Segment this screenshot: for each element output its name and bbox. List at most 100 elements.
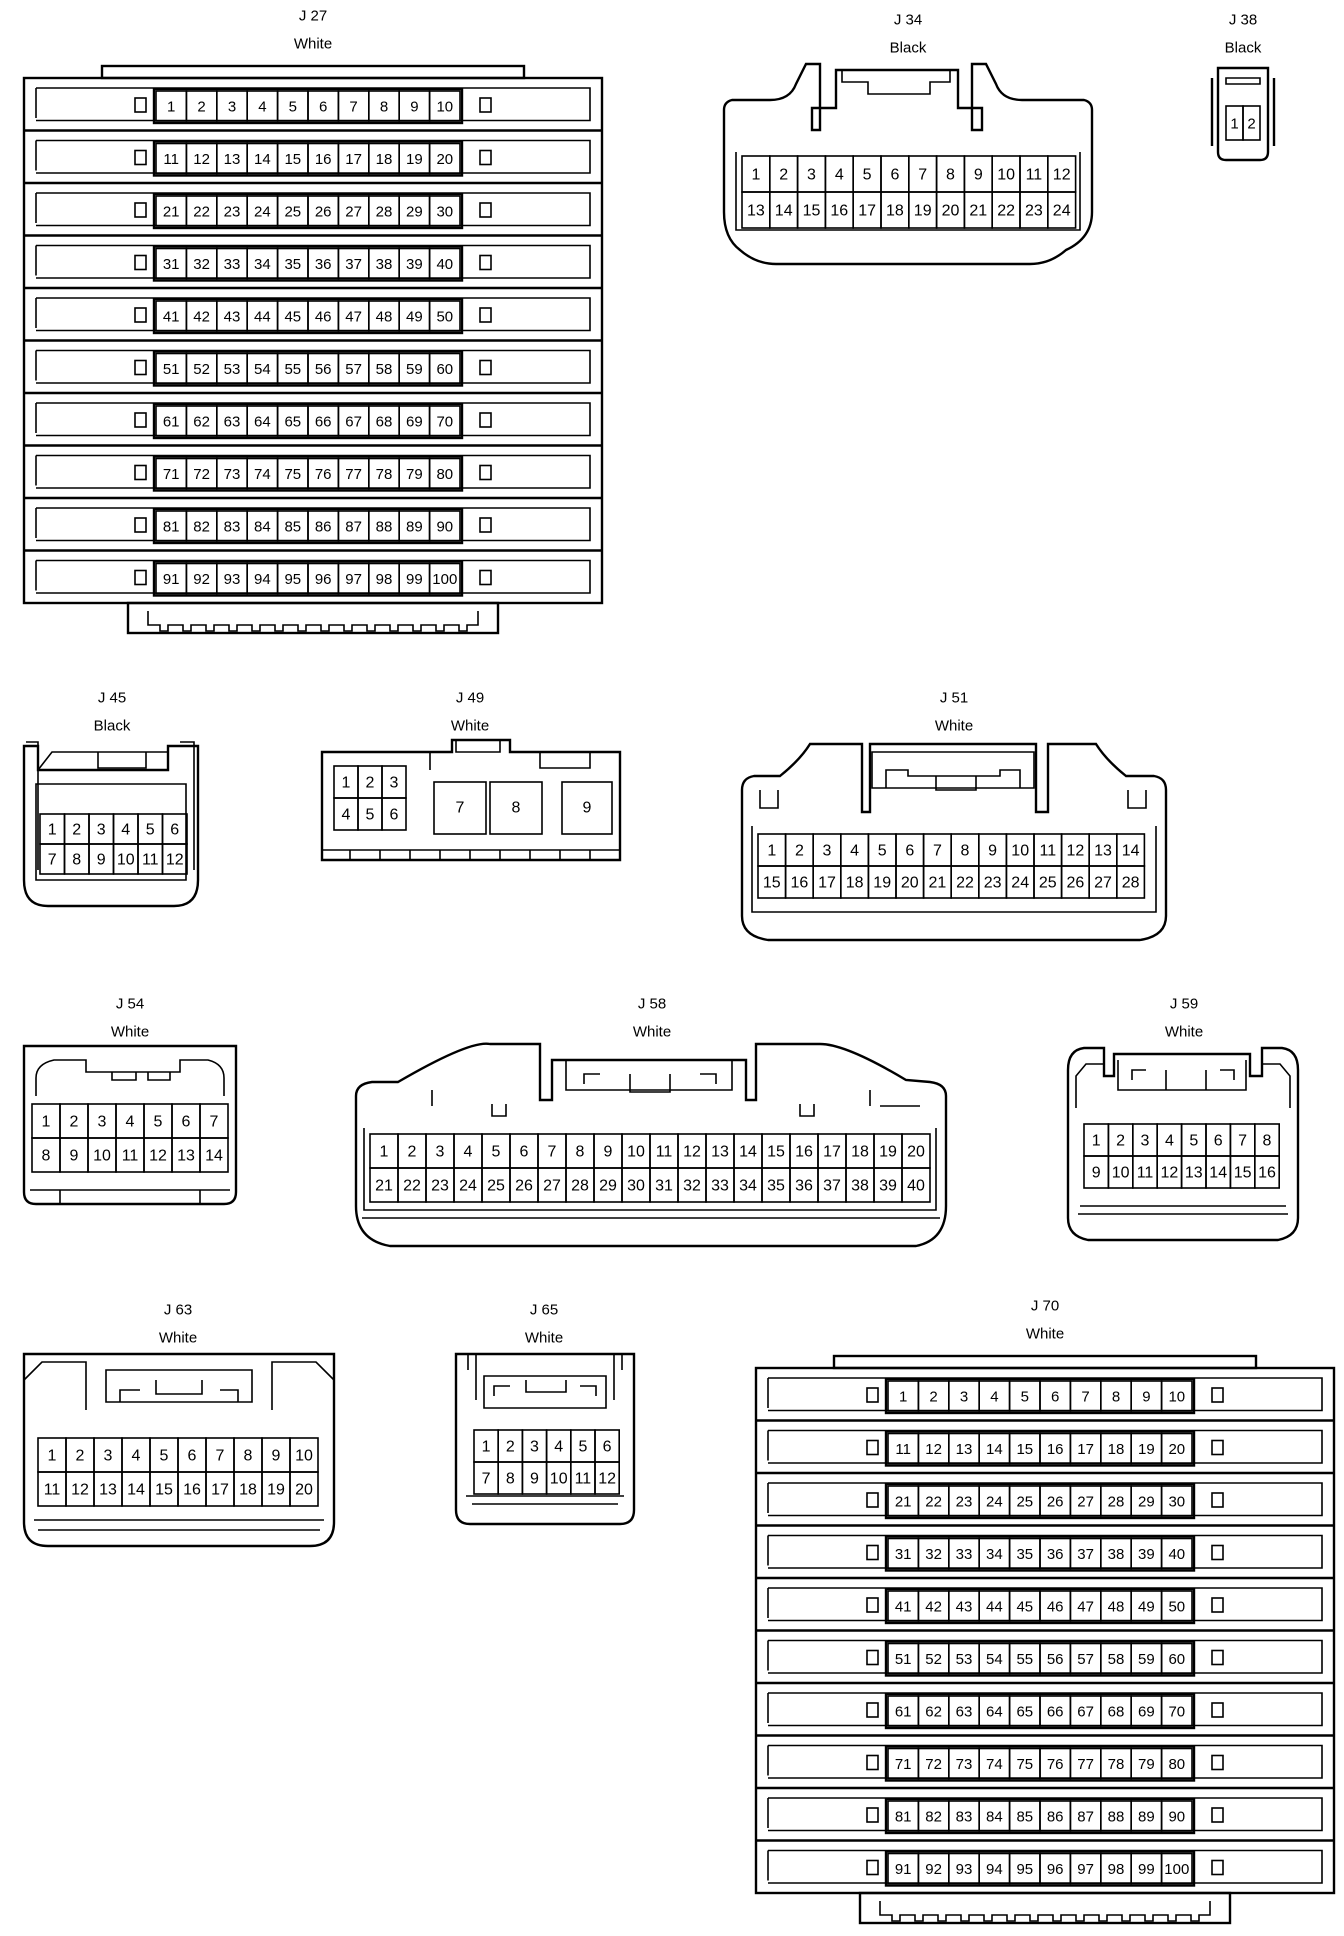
pin-cell: 8 (565, 1133, 595, 1169)
bottom-ridge (34, 1519, 324, 1531)
pin-number: 95 (284, 571, 301, 588)
top-latch (1225, 77, 1261, 85)
pin-cell: 3 (1132, 1123, 1159, 1157)
side-slots (759, 790, 1147, 809)
pin-number: 6 (188, 1448, 197, 1465)
pin-cell: 86 (1039, 1800, 1072, 1832)
pin-cell: 22 (185, 195, 218, 227)
pin-number: 7 (349, 99, 357, 116)
center-latch (871, 751, 1035, 791)
pin-number: 6 (890, 167, 899, 184)
pin-number: 50 (1168, 1599, 1185, 1616)
connector-color-label: White (1165, 1024, 1203, 1041)
pin-cell: 18 (367, 142, 400, 175)
pin-number: 80 (1168, 1756, 1185, 1773)
connector-shell (722, 62, 1094, 266)
pin-cell: 90 (428, 510, 461, 542)
pin-cell: 3 (87, 1103, 117, 1139)
pin-cell: 8 (31, 1137, 61, 1173)
pin-number: 2 (795, 843, 804, 860)
connector-color-label: Black (890, 40, 927, 57)
pin-cell: 34 (246, 247, 279, 280)
pin-box (1047, 191, 1077, 229)
pin-cell: 22 (397, 1167, 427, 1203)
pin-number: 32 (925, 1546, 942, 1563)
row-latch (134, 97, 147, 113)
pin-cell: 89 (398, 510, 431, 542)
pin-number: 3 (436, 1144, 445, 1161)
pin-cell: 28 (565, 1167, 595, 1203)
pin-number: 40 (436, 256, 453, 273)
pin-number: 79 (406, 466, 423, 483)
row-latch (1211, 1492, 1224, 1508)
pin-number: 8 (946, 167, 955, 184)
pin-cell: 86 (307, 510, 340, 542)
pin-cell: 3 (216, 90, 249, 122)
pin-cell: 84 (978, 1800, 1011, 1832)
pin-cell: 72 (917, 1747, 950, 1780)
row-latch (1211, 1649, 1224, 1666)
pin-number: 5 (366, 807, 375, 824)
pin-cell: 24 (246, 195, 279, 227)
pin-cell: 29 (398, 195, 431, 227)
pin-strip (884, 1535, 1196, 1572)
pin-cell: 21 (369, 1167, 399, 1203)
pin-number: 80 (436, 466, 453, 483)
pin-number: 1 (482, 1439, 491, 1456)
pin-number: 88 (1108, 1809, 1125, 1826)
pin-number: 8 (512, 800, 521, 817)
connector-id-label: J 58 (638, 996, 666, 1013)
pin-cell: 67 (1069, 1695, 1102, 1727)
pin-cell: 9 (977, 833, 1008, 867)
pin-number: 16 (795, 1144, 813, 1161)
pin-cell: 10 (991, 155, 1021, 193)
pin-cell: 10 (112, 843, 139, 875)
pin-number: 9 (1142, 1389, 1150, 1406)
row-latch (1211, 1544, 1224, 1561)
pin-cell: 49 (1130, 1590, 1163, 1622)
pin-number: 76 (1047, 1756, 1064, 1773)
pin-cell: 38 (367, 247, 400, 280)
pin-cell: 21 (887, 1485, 920, 1517)
pin-number: 3 (1141, 1133, 1150, 1150)
pin-cell: 7 (473, 1461, 500, 1495)
pin-number: 26 (1047, 1494, 1064, 1511)
pin-number: 68 (376, 414, 393, 431)
pin-cell: 37 (1069, 1537, 1102, 1570)
pin-cell: 13 (1180, 1155, 1207, 1189)
pin-cell: 85 (1008, 1800, 1041, 1832)
pin-number: 37 (345, 256, 362, 273)
pin-cell: 7 (39, 843, 66, 875)
pin-number: 62 (193, 414, 210, 431)
pin-cell: 30 (1160, 1485, 1193, 1517)
pin-cell: 32 (917, 1537, 950, 1570)
side-guides (26, 741, 195, 870)
pin-number: 2 (1247, 116, 1255, 133)
pin-cell: 15 (757, 865, 787, 899)
connector-id-label: J 49 (456, 690, 484, 707)
pin-number: 1 (767, 843, 776, 860)
pin-cell: 14 (733, 1133, 763, 1169)
pin-cell: 99 (1130, 1852, 1163, 1885)
pin-number: 63 (956, 1704, 973, 1721)
pin-number: 9 (988, 843, 997, 860)
pin-number: 15 (763, 875, 781, 892)
row-latch (1211, 1439, 1224, 1456)
pin-cell: 30 (428, 195, 461, 227)
pin-cell: 69 (398, 405, 431, 437)
pin-cell: 6 (177, 1437, 207, 1473)
pin-cell: 4 (333, 797, 359, 831)
pin-number: 55 (1016, 1651, 1033, 1668)
pin-cell: 4 (112, 813, 139, 845)
bottom-rail (30, 1189, 230, 1204)
pin-number: 86 (1047, 1809, 1064, 1826)
row-frame (768, 1639, 1323, 1674)
connector-shell (22, 1044, 238, 1206)
pin-cell: 36 (307, 247, 340, 280)
pin-cell: 30 (621, 1167, 651, 1203)
pin-number: 12 (1161, 1165, 1179, 1182)
pin-number: 12 (598, 1471, 616, 1488)
pin-number: 8 (1263, 1133, 1272, 1150)
